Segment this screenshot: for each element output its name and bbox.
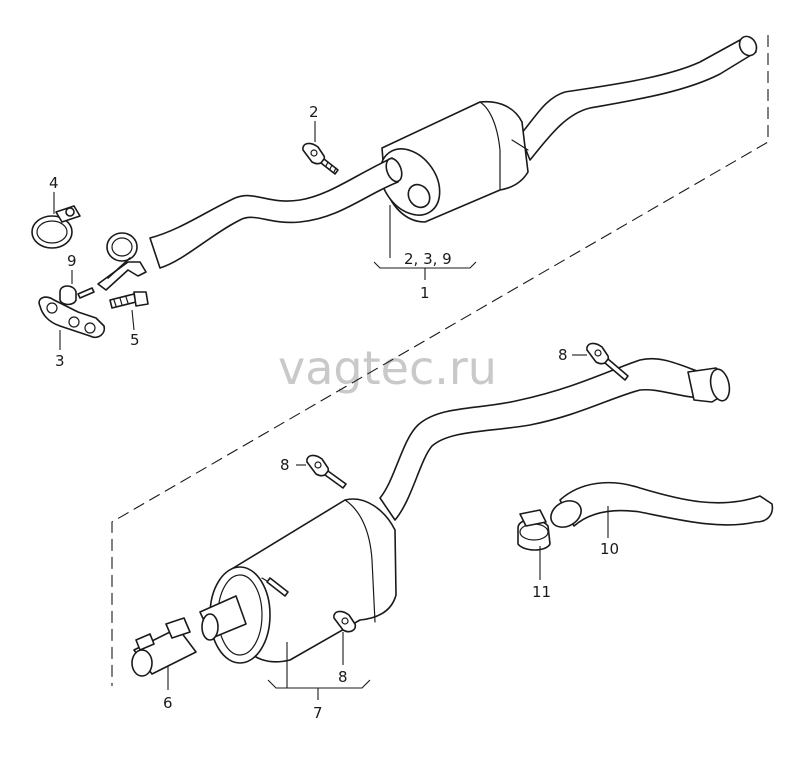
callout-6: 6 (163, 694, 173, 712)
callout-2: 2 (309, 103, 319, 121)
tail-pipe-part-10 (550, 481, 774, 528)
callout-1: 1 (420, 284, 430, 302)
clamp-part-4 (31, 205, 81, 249)
front-pipe-center-silencer (97, 35, 758, 291)
bolt-part-5 (109, 291, 149, 309)
hanger-lug-part-2 (302, 142, 339, 175)
watermark: vagtec.ru (278, 341, 497, 395)
leader-lines (53, 121, 609, 700)
hanger-lug-part-8-lower (266, 577, 357, 633)
callout-9: 9 (67, 252, 77, 270)
callout-7: 7 (313, 704, 323, 722)
clamp-part-11 (517, 509, 551, 551)
rear-silencer (199, 357, 731, 664)
callout-10: 10 (600, 540, 619, 558)
hanger-lug-part-8-upper (306, 454, 347, 489)
assembly-separator-line (111, 35, 769, 686)
hanger-lug-part-8-right (586, 342, 629, 381)
callout-3: 3 (55, 352, 65, 370)
callout-8-upper: 8 (280, 456, 290, 474)
callout-2-3-9: 2, 3, 9 (404, 250, 452, 268)
callout-8-lower: 8 (338, 668, 348, 686)
flange-plate-part-3 (38, 296, 106, 339)
callout-5: 5 (130, 331, 140, 349)
callout-8-right: 8 (558, 346, 568, 364)
clamp-part-6 (131, 617, 197, 677)
bushing-part-9 (59, 285, 95, 306)
callout-11: 11 (532, 583, 551, 601)
callout-4: 4 (49, 174, 59, 192)
